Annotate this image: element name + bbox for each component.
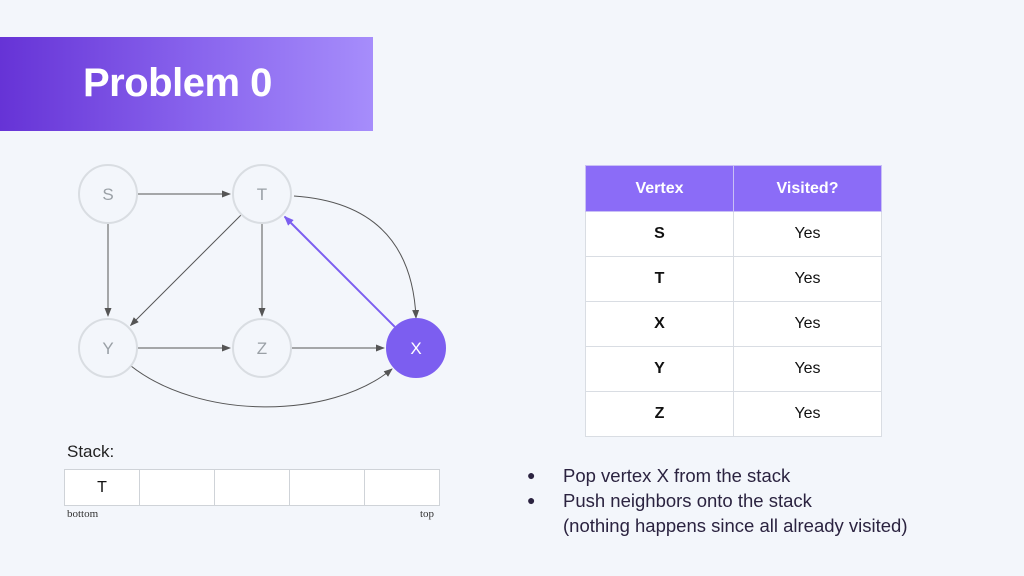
node-x: X	[386, 318, 446, 378]
slide-title: Problem 0	[83, 61, 272, 105]
vertex-cell: X	[585, 301, 734, 347]
visited-cell: Yes	[733, 301, 882, 347]
node-circle	[232, 164, 292, 224]
node-t: T	[232, 164, 292, 224]
bullet-icon: ●	[527, 467, 536, 483]
vertex-cell: Y	[585, 346, 734, 392]
notes-list: ● Pop vertex X from the stack ● Push nei…	[527, 463, 908, 538]
bullet-subtext: (nothing happens since all already visit…	[563, 515, 908, 536]
title-band	[0, 37, 373, 131]
visited-cell: Yes	[733, 346, 882, 392]
edge-t-x	[293, 195, 420, 319]
edge-x-t	[283, 215, 396, 328]
table-row: T Yes	[585, 256, 882, 302]
stack: T	[64, 469, 440, 506]
vertex-cell: T	[585, 256, 734, 302]
node-circle	[78, 164, 138, 224]
node-z: Z	[232, 318, 292, 378]
bullet-icon: ●	[527, 492, 536, 508]
table-header-row: Vertex Visited?	[585, 165, 882, 212]
visited-cell: Yes	[733, 391, 882, 437]
column-header-vertex: Vertex	[585, 165, 734, 212]
node-label: T	[257, 185, 267, 204]
vertex-cell: S	[585, 211, 734, 257]
node-label: S	[102, 185, 113, 204]
table-row: S Yes	[585, 211, 882, 257]
list-item: ● Push neighbors onto the stack	[527, 488, 908, 513]
edge-y-x	[130, 365, 393, 408]
list-item: ● Pop vertex X from the stack	[527, 463, 908, 488]
node-s: S	[78, 164, 138, 224]
stack-top-label: top	[420, 508, 435, 520]
stack-cell	[140, 470, 215, 505]
stack-cell: T	[65, 470, 140, 505]
node-circle	[386, 318, 446, 378]
stack-cell	[215, 470, 290, 505]
table-row: Y Yes	[585, 346, 882, 392]
stack-cell	[365, 470, 439, 505]
stack-bottom-label: bottom	[67, 508, 99, 520]
node-circle	[78, 318, 138, 378]
table-row: X Yes	[585, 301, 882, 347]
node-label: Z	[257, 339, 267, 358]
vertex-cell: Z	[585, 391, 734, 437]
node-label: Y	[102, 339, 113, 358]
edge-t-y	[129, 214, 242, 327]
stack-label: Stack:	[67, 442, 115, 461]
visited-table: Vertex Visited? S Yes T Yes X Yes Y Yes …	[585, 165, 882, 437]
column-header-visited: Visited?	[733, 165, 882, 212]
bullet-text: Push neighbors onto the stack	[563, 490, 812, 511]
visited-cell: Yes	[733, 211, 882, 257]
visited-cell: Yes	[733, 256, 882, 302]
table-row: Z Yes	[585, 391, 882, 437]
node-circle	[232, 318, 292, 378]
graph-diagram: S T Y Z X	[78, 164, 446, 408]
node-y: Y	[78, 318, 138, 378]
bullet-text: Pop vertex X from the stack	[563, 465, 791, 486]
node-label: X	[410, 339, 421, 358]
stack-cell	[290, 470, 365, 505]
